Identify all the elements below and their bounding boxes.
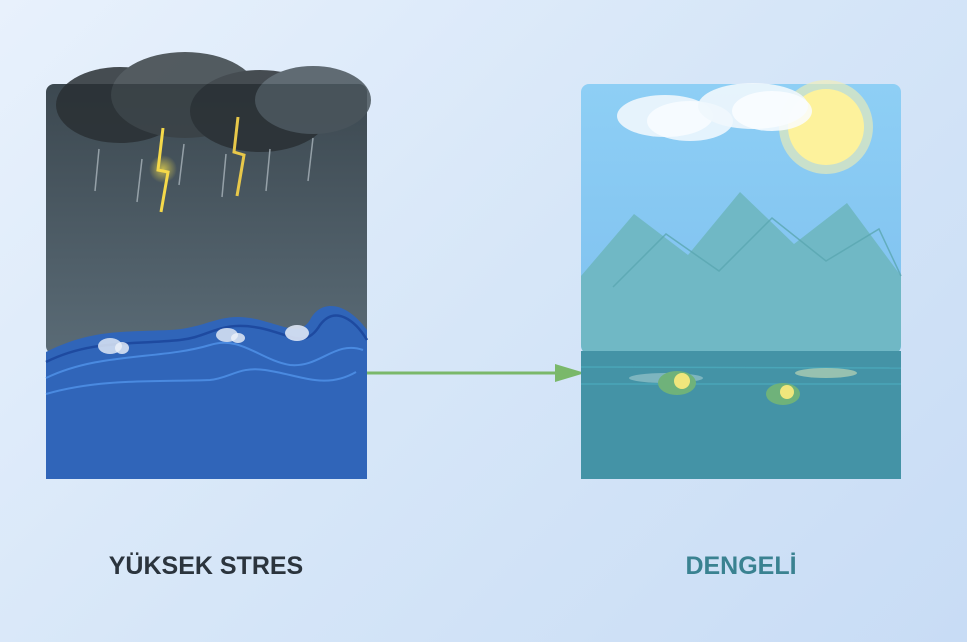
high-stress-label: YÜKSEK STRES [108,552,304,580]
storm-clouds [56,52,371,152]
storm-water [45,306,369,479]
lightning-icon [156,127,170,213]
foam [285,325,309,341]
balanced-label: DENGELİ [685,552,797,580]
rain-icon [94,137,314,203]
lily-pad-icon [766,383,800,405]
lily-pad-icon [658,371,696,395]
calm-scene [580,80,902,479]
calm-water [580,351,902,479]
calm-clouds [617,83,812,141]
lightning-icon [232,116,246,197]
storm-sky [46,84,367,354]
storm-scene [45,52,371,479]
mountains [581,192,901,354]
transition-arrow [367,364,585,382]
